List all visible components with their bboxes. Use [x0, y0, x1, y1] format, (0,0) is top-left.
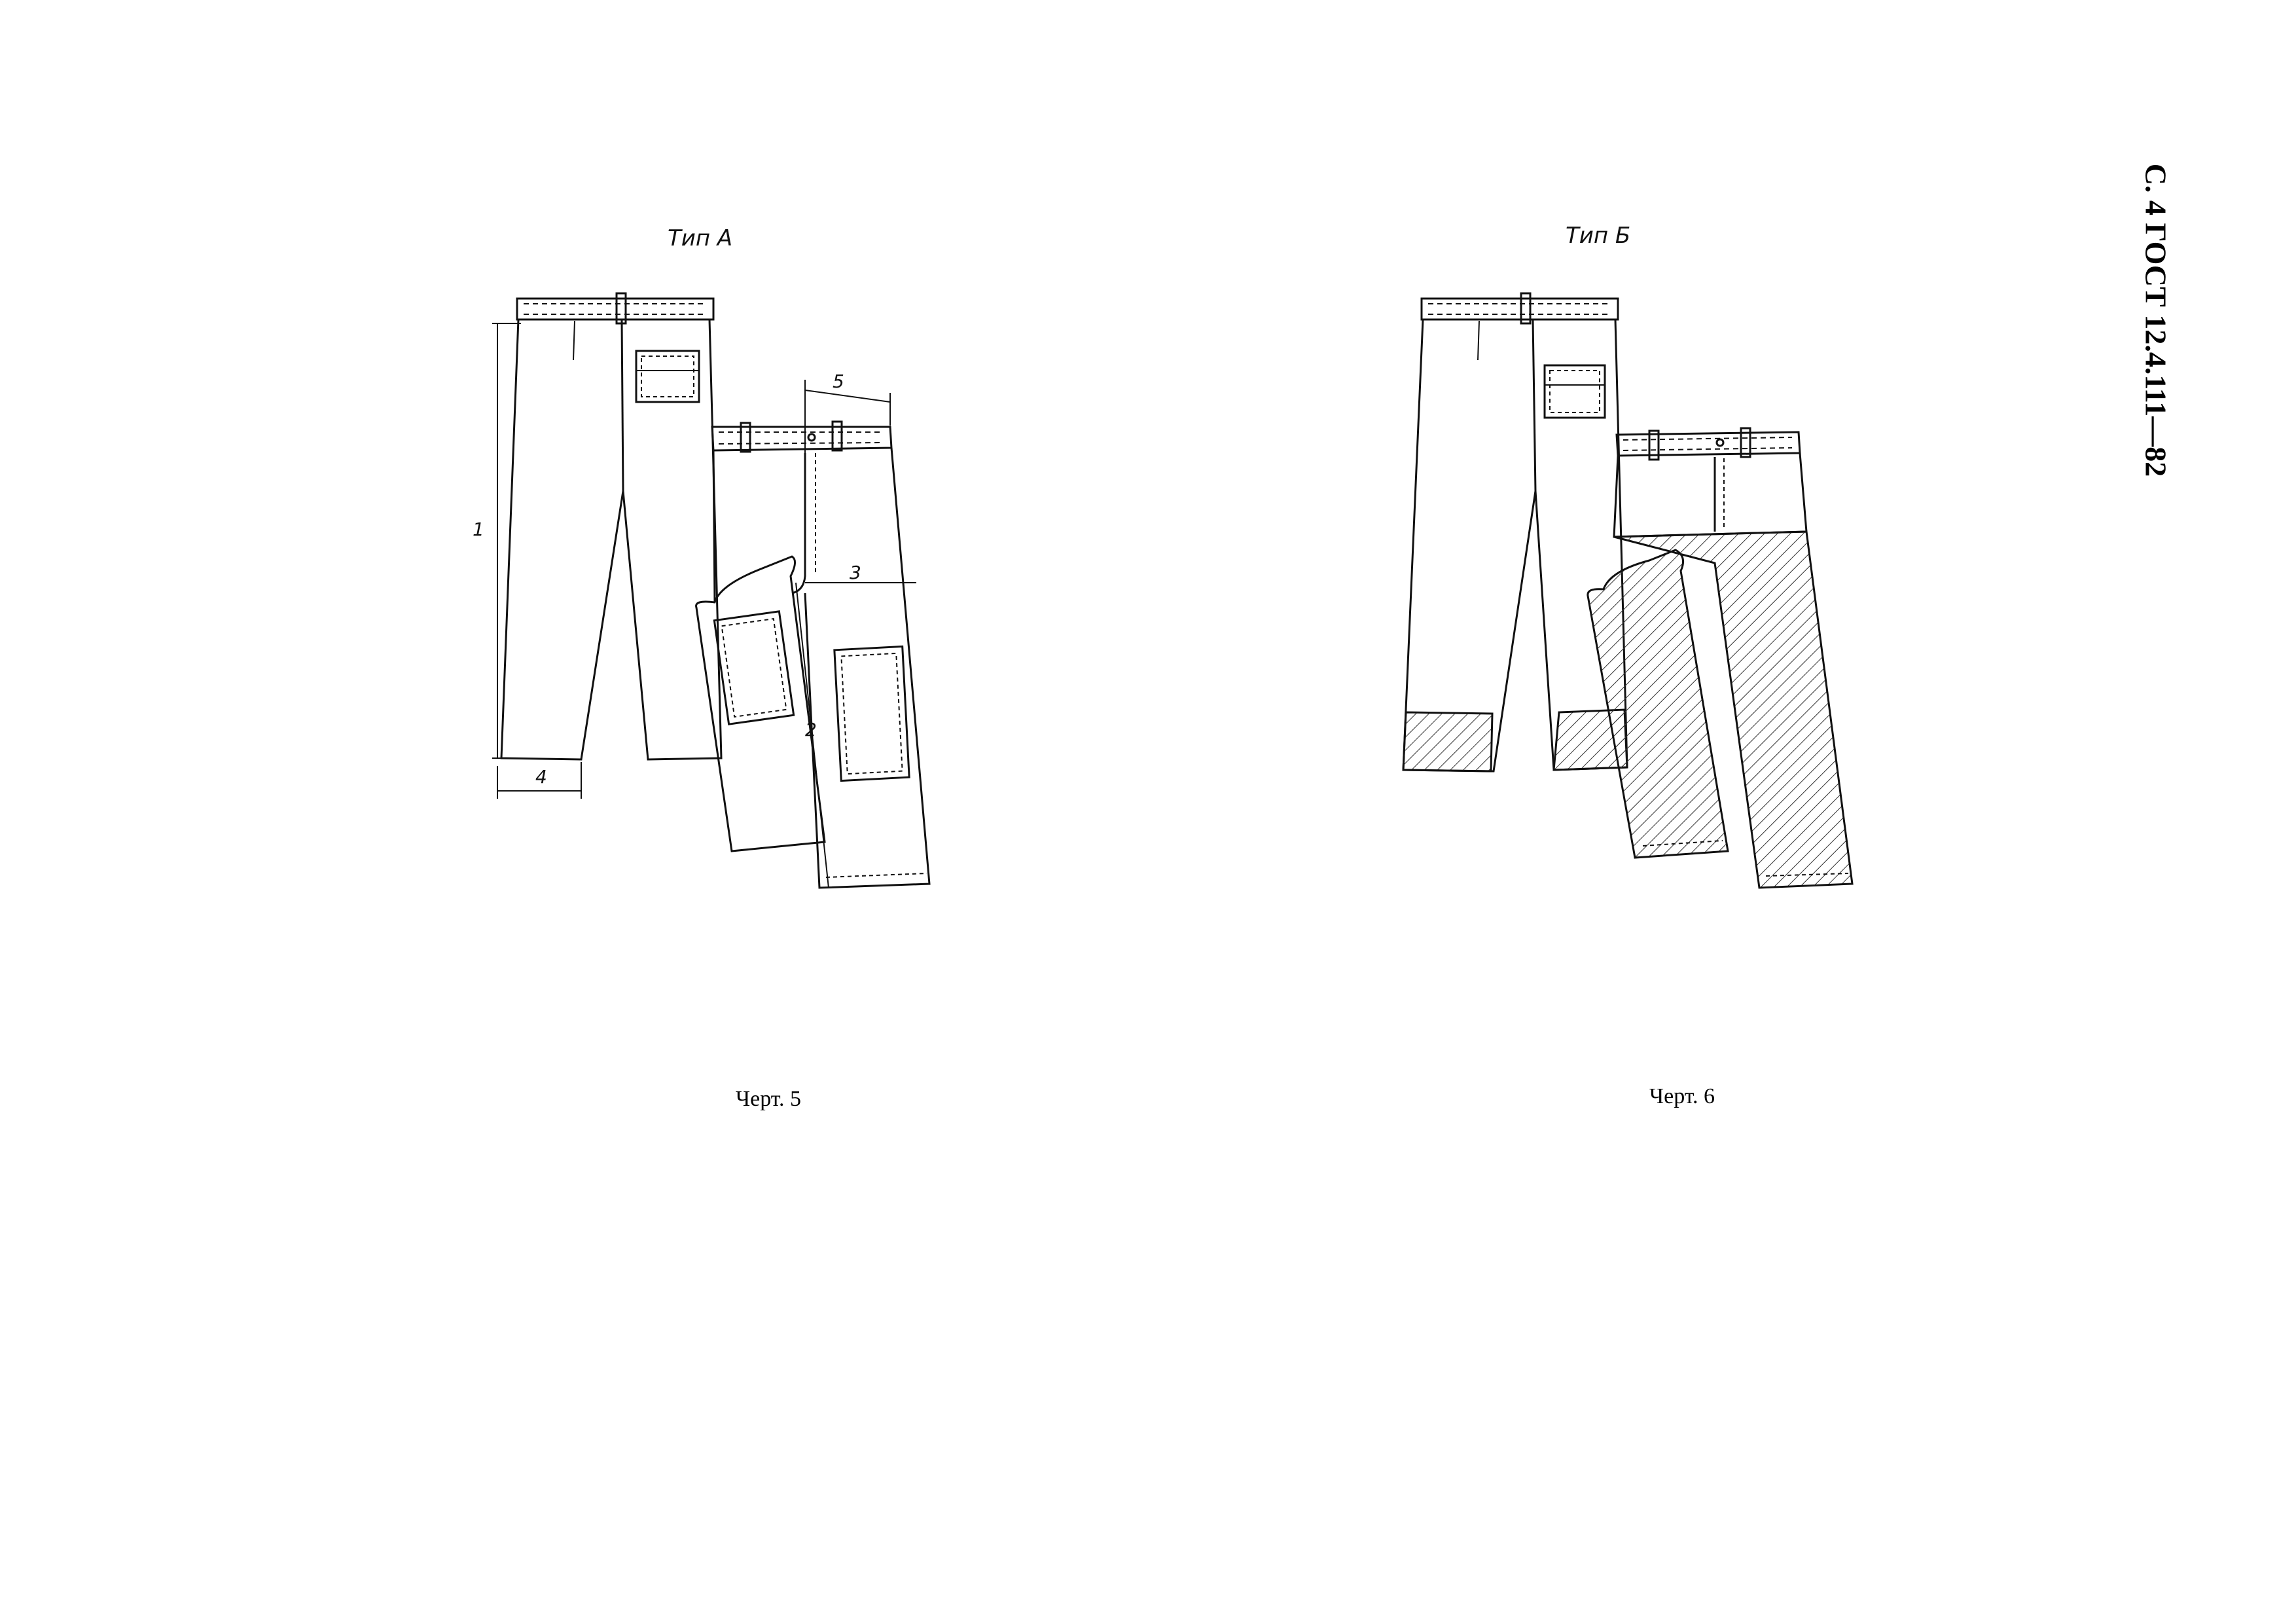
figure-b-type-label: Тип Б: [1566, 223, 1631, 249]
dimension-2: 2: [805, 719, 817, 740]
figure-a-type-label: Тип А: [668, 225, 733, 251]
dimension-5: 5: [833, 371, 844, 392]
dimension-1: 1: [473, 519, 484, 540]
figure-a-drawing: [492, 292, 931, 889]
dimension-4: 4: [535, 766, 547, 788]
figure-a-caption: Черт. 5: [736, 1087, 802, 1111]
page-header-text: С. 4 ГОСТ 12.4.111—82: [2139, 163, 2173, 477]
page-header: С. 4 ГОСТ 12.4.111—82: [2128, 161, 2183, 479]
figure-b-caption: Черт. 6: [1649, 1084, 1715, 1108]
dimension-3: 3: [850, 562, 861, 583]
figure-b-drawing: [1402, 292, 1854, 889]
